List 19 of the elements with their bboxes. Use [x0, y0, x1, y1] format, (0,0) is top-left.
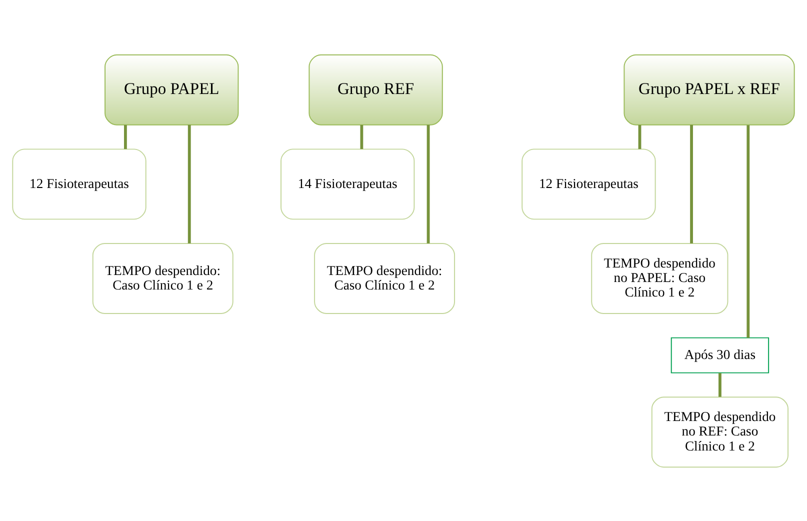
- connector: [188, 124, 191, 243]
- connector: [426, 124, 430, 243]
- node-box: TEMPO despendido: Caso Clínico 1 e 2: [92, 242, 234, 314]
- node-box: Grupo REF: [308, 54, 443, 125]
- node-box: 12 Fisioterapeutas: [12, 148, 146, 220]
- node-box: Após 30 dias: [670, 336, 770, 373]
- connector: [360, 124, 364, 149]
- connector: [638, 124, 642, 149]
- node-box: TEMPO despendido no REF: Caso Clínico 1 e 2: [651, 396, 788, 468]
- connector: [124, 124, 127, 149]
- node-box: TEMPO despendido no PAPEL: Caso Clínico 1 e 2: [591, 242, 728, 314]
- node-box: Grupo PAPEL x REF: [624, 54, 795, 125]
- node-box: 12 Fisioterapeutas: [522, 148, 656, 220]
- node-box: Grupo PAPEL: [104, 54, 239, 125]
- connector: [718, 372, 722, 396]
- connector: [690, 124, 693, 243]
- connector: [746, 124, 750, 338]
- node-box: TEMPO despendido: Caso Clínico 1 e 2: [314, 242, 456, 314]
- node-box: 14 Fisioterapeutas: [280, 148, 415, 220]
